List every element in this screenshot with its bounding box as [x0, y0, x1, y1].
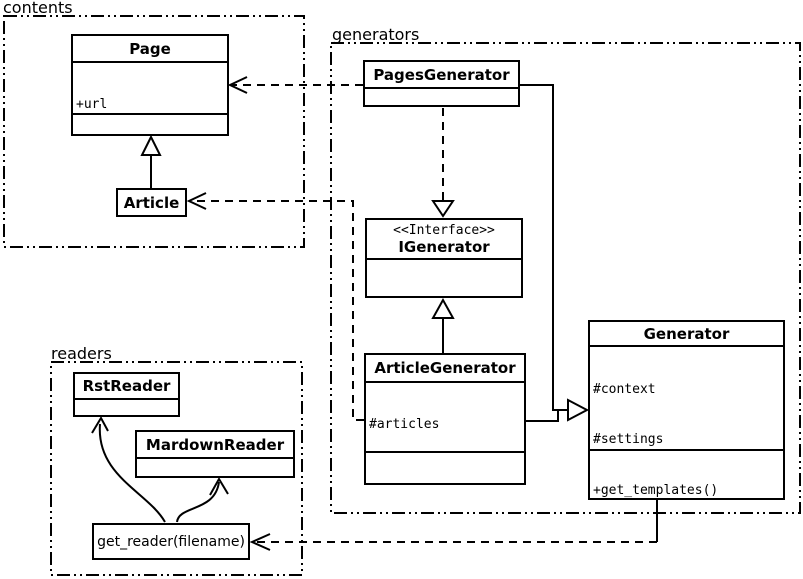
- class-attribute: #settings: [593, 431, 664, 447]
- class-box-article: Article: [116, 188, 187, 217]
- dependency-arrowhead-article: [186, 192, 207, 210]
- igenerator-methods: +generate_context() +generate_output(): [367, 260, 521, 296]
- class-title-igenerator: <<Interface>> IGenerator: [367, 220, 521, 260]
- class-title-articlegenerator: ArticleGenerator: [366, 355, 524, 383]
- call-curve-getreader-rstreader: [98, 423, 166, 523]
- generalization-arrowhead-page: [140, 134, 162, 156]
- generator-methods: +get_templates() +get_files(path,exclude…: [590, 451, 783, 498]
- class-title-page: Page: [73, 36, 227, 63]
- class-box-rstreader: RstReader +read(): [73, 372, 180, 417]
- generalization-arrowhead-generator: [567, 398, 590, 422]
- igenerator-stereotype: <<Interface>>: [393, 222, 495, 238]
- generator-attributes: #context #settings #path #theme #output_…: [590, 347, 783, 451]
- class-attribute: +url: [76, 97, 108, 112]
- page-methods: +check_properties(): [73, 115, 227, 134]
- dependency-arrowhead-getreader: [249, 533, 271, 551]
- generalization-arrowhead-igenerator-bottom: [431, 297, 455, 319]
- package-border-contents: [3, 15, 305, 248]
- package-label-generators: generators: [332, 25, 420, 44]
- class-title-pagesgenerator: PagesGenerator: [365, 62, 518, 89]
- class-box-generator: Generator #context #settings #path #them…: [588, 320, 785, 500]
- page-attributes: +url +slug +summary: [73, 63, 227, 115]
- dependency-arrowhead-page: [227, 76, 248, 94]
- call-arrowhead-mardownreader: [209, 477, 229, 496]
- class-method: +get_templates(): [593, 483, 719, 498]
- class-method: +generate_context(): [370, 295, 518, 296]
- class-box-pagesgenerator: PagesGenerator #pages: [363, 60, 520, 107]
- mardownreader-methods: +read(): [137, 459, 293, 476]
- dependency-line-articlegenerator-article: [191, 200, 364, 421]
- igenerator-name: IGenerator: [398, 237, 490, 256]
- package-border-readers: [50, 361, 303, 576]
- class-box-igenerator: <<Interface>> IGenerator +generate_conte…: [365, 218, 523, 298]
- class-title-mardownreader: MardownReader: [137, 432, 293, 459]
- class-title-rstreader: RstReader: [75, 374, 178, 400]
- pagesgenerator-attributes: #pages: [365, 89, 518, 105]
- generalization-line-pagesgenerator-generator: [520, 84, 567, 411]
- package-label-readers: readers: [51, 344, 112, 363]
- class-box-mardownreader: MardownReader +read(): [135, 430, 295, 478]
- rstreader-methods: +read(): [75, 400, 178, 415]
- class-title-generator: Generator: [590, 322, 783, 347]
- call-curve-getreader-mardownreader: [176, 481, 220, 523]
- class-box-page: Page +url +slug +summary +check_properti…: [71, 34, 229, 136]
- class-attribute: #context: [593, 381, 656, 397]
- generalization-line-articlegenerator-generator: [526, 411, 559, 422]
- package-label-contents: contents: [3, 0, 73, 17]
- class-box-articlegenerator: ArticleGenerator #articles #dates #tags …: [364, 353, 526, 485]
- articlegenerator-attributes: #articles #dates #tags #categories: [366, 383, 524, 453]
- class-title-article: Article: [123, 193, 180, 212]
- function-box-get-reader: get_reader(filename): [92, 523, 250, 560]
- realization-arrowhead-igenerator-top: [431, 200, 455, 218]
- package-border-generators: [330, 42, 801, 514]
- call-arrowhead-rstreader: [91, 415, 109, 434]
- articlegenerator-methods: +generate_feeds() +generate_pages(): [366, 453, 524, 483]
- class-attribute: #articles: [369, 417, 440, 432]
